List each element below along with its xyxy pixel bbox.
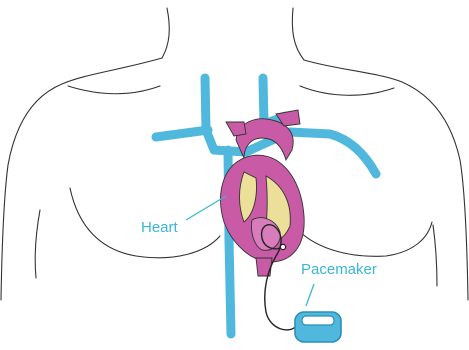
heart-label: Heart <box>141 220 178 235</box>
right-pectoral-line <box>298 222 432 256</box>
left-jugular-vein <box>205 78 214 150</box>
right-jugular-vein <box>263 78 264 124</box>
neck-right-line <box>292 8 304 60</box>
pacemaker-device <box>295 312 341 342</box>
left-shoulder-line <box>1 58 162 300</box>
left-subclavian-vein <box>156 130 208 137</box>
neck-left-line <box>162 8 169 58</box>
pacemaker-label: Pacemaker <box>301 262 377 277</box>
right-clavicle-line <box>300 86 394 95</box>
pacemaker-header <box>302 316 334 325</box>
aortic-branch-left <box>226 122 246 136</box>
inferior-vena-cava-stub <box>256 258 272 276</box>
left-arm-crease <box>35 210 40 278</box>
right-arm-crease <box>433 225 437 286</box>
lead-tip <box>280 244 285 249</box>
pacemaker-leader-line <box>306 284 314 306</box>
heart-leader-line <box>186 196 226 220</box>
left-clavicle-line <box>68 86 160 94</box>
